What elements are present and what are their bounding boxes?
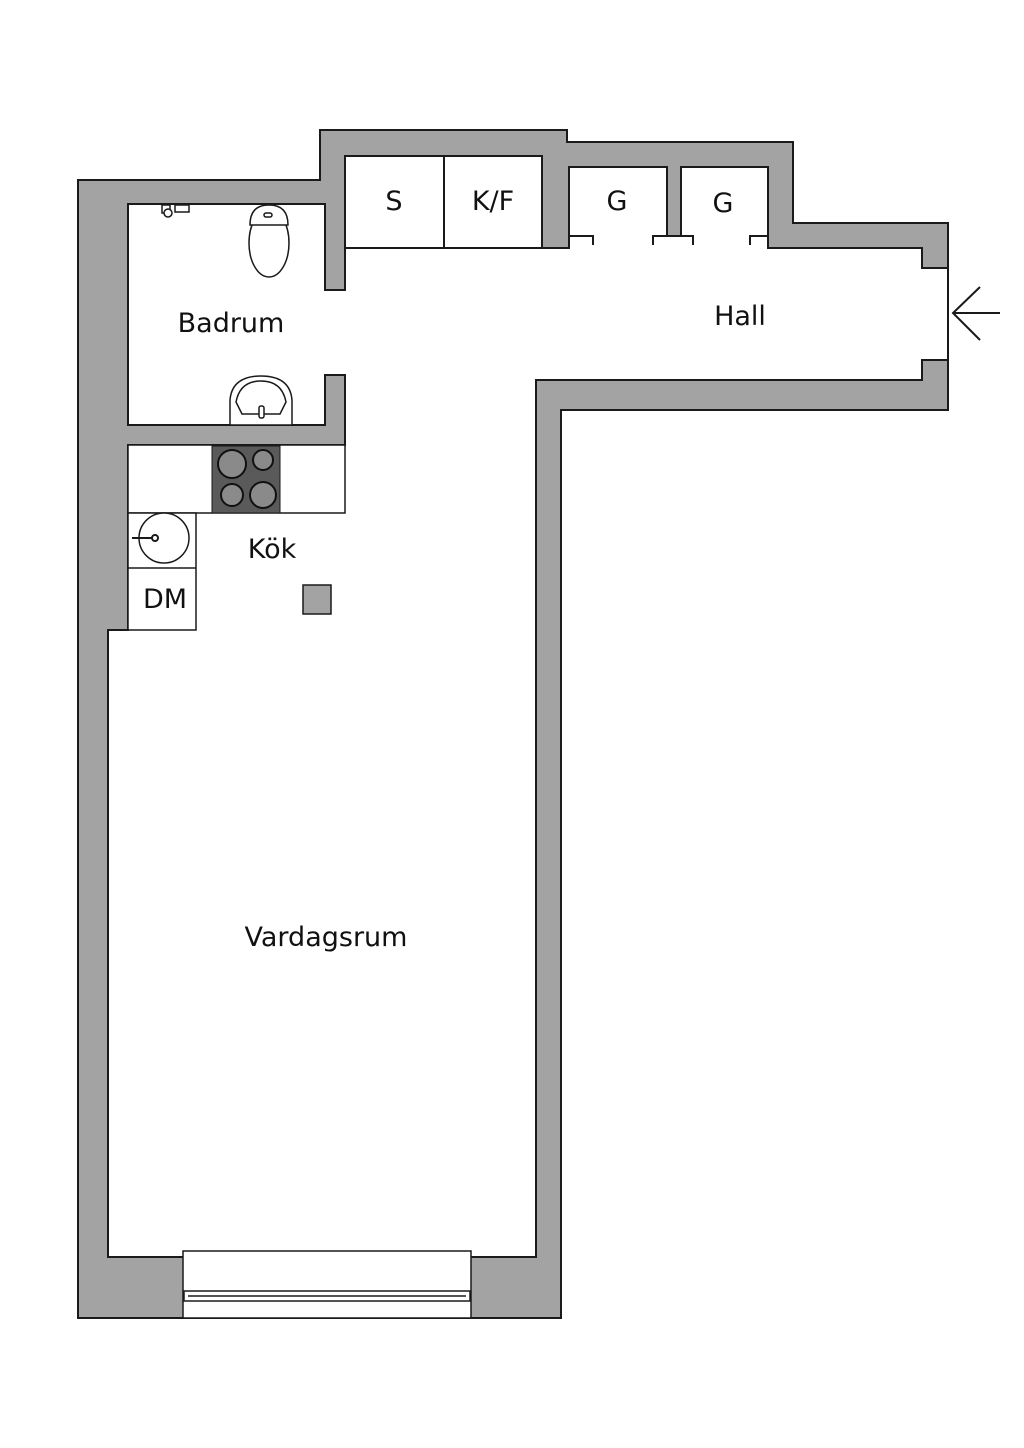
- wardrobe-1: [568, 166, 668, 249]
- entrance-arrow-icon: [951, 286, 1000, 341]
- kitchen-sink-icon: [132, 512, 190, 564]
- bathroom-label: Badrum: [178, 308, 285, 339]
- window: [182, 1250, 472, 1319]
- closet-kf: [443, 155, 543, 249]
- wardrobe-2: [680, 166, 769, 249]
- column: [302, 584, 332, 615]
- dishwasher-label: DM: [143, 584, 187, 615]
- interior-floor: [107, 203, 949, 1258]
- stove-icon: [211, 445, 281, 514]
- living-room-label: Vardagsrum: [245, 922, 408, 953]
- shower-icon: [161, 204, 190, 218]
- closet-kf-label: K/F: [472, 186, 514, 217]
- kitchen-label: Kök: [248, 534, 297, 565]
- closet-s-label: S: [385, 186, 402, 217]
- wardrobe-2-label: G: [713, 188, 734, 219]
- closet-s: [344, 155, 445, 249]
- hall-label: Hall: [714, 301, 766, 332]
- toilet-icon: [248, 204, 290, 278]
- wardrobe-1-label: G: [607, 186, 628, 217]
- washbasin-icon: [229, 375, 293, 426]
